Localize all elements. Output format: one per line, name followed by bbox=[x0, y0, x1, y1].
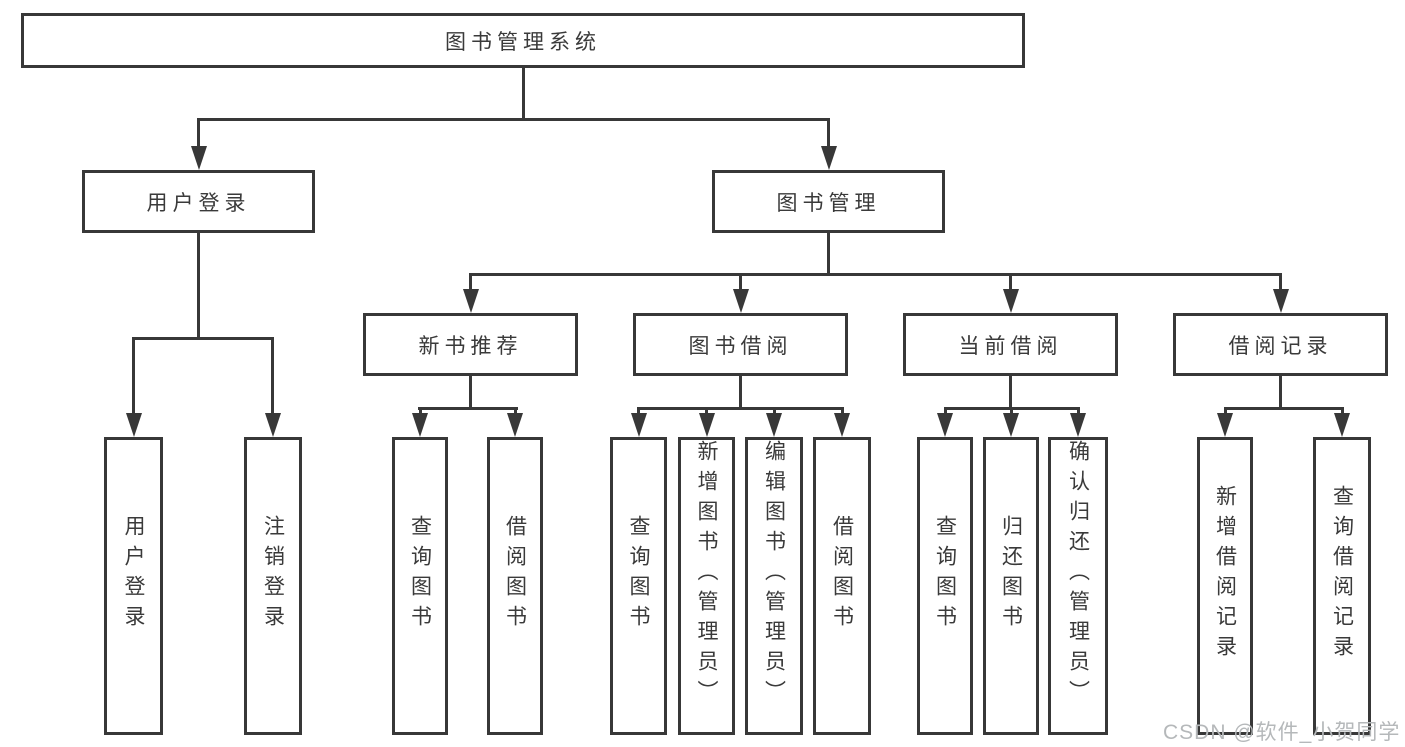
node-label: 新书推荐 bbox=[418, 334, 523, 358]
leaf-bb-query-books: 查询图书 bbox=[610, 437, 667, 735]
leaf-bb-edit-books-admin: 编辑图书（管理员） bbox=[745, 437, 803, 735]
connector-line bbox=[1009, 273, 1012, 295]
node-current-borrow: 当前借阅 bbox=[903, 313, 1118, 376]
leaf-bb-borrow-books: 借阅图书 bbox=[813, 437, 871, 735]
arrowhead bbox=[462, 289, 479, 313]
node-label: 注销登录 bbox=[261, 515, 285, 635]
leaf-br-add-record: 新增借阅记录 bbox=[1197, 437, 1253, 735]
node-label: 查询图书 bbox=[408, 515, 432, 635]
arrowhead bbox=[412, 413, 428, 437]
connector-line bbox=[637, 407, 844, 410]
arrowhead bbox=[507, 413, 523, 437]
arrowhead bbox=[125, 413, 142, 437]
watermark: CSDN @软件_小贺同学 bbox=[1163, 721, 1401, 744]
leaf-logout-login: 注销登录 bbox=[244, 437, 302, 735]
connector-line bbox=[521, 68, 525, 121]
leaf-user-login: 用户登录 bbox=[104, 437, 163, 735]
connector-line bbox=[418, 407, 518, 410]
arrowhead bbox=[820, 146, 837, 170]
connector-line bbox=[1223, 407, 1344, 410]
node-book-borrow: 图书借阅 bbox=[633, 313, 848, 376]
leaf-nbr-borrow-books: 借阅图书 bbox=[487, 437, 543, 735]
arrowhead bbox=[732, 289, 749, 313]
connector-line bbox=[132, 337, 135, 419]
node-label: 确认归还（管理员） bbox=[1066, 440, 1090, 710]
arrowhead bbox=[1002, 289, 1019, 313]
arrowhead bbox=[834, 413, 850, 437]
connector-line bbox=[197, 118, 200, 152]
arrowhead bbox=[1272, 289, 1289, 313]
node-label: 查询图书 bbox=[627, 515, 650, 635]
connector-line bbox=[827, 118, 830, 152]
connector-line bbox=[197, 233, 200, 340]
node-label: 查询图书 bbox=[933, 515, 957, 635]
connector-line bbox=[1279, 376, 1282, 410]
node-label: 新增图书（管理员） bbox=[695, 440, 718, 710]
node-label: 归还图书 bbox=[999, 515, 1023, 635]
arrowhead bbox=[1070, 413, 1086, 437]
node-borrow-records: 借阅记录 bbox=[1173, 313, 1388, 376]
connector-line bbox=[469, 273, 1282, 276]
connector-line bbox=[469, 376, 472, 410]
node-label: 用户登录 bbox=[122, 515, 145, 635]
connector-line bbox=[132, 337, 274, 340]
leaf-cb-return-books: 归还图书 bbox=[983, 437, 1039, 735]
arrowhead bbox=[190, 146, 207, 170]
connector-line bbox=[469, 273, 472, 295]
leaf-cb-confirm-return-admin: 确认归还（管理员） bbox=[1048, 437, 1108, 735]
node-label: 用户登录 bbox=[146, 191, 251, 215]
arrowhead bbox=[1334, 413, 1350, 437]
node-book-management: 图书管理 bbox=[712, 170, 945, 233]
connector-line bbox=[271, 337, 274, 419]
node-new-book-recommend: 新书推荐 bbox=[363, 313, 578, 376]
node-label: 编辑图书（管理员） bbox=[762, 440, 786, 710]
connector-line bbox=[197, 118, 830, 121]
connector-line bbox=[739, 273, 742, 295]
connector-line bbox=[827, 233, 830, 276]
node-label: 借阅图书 bbox=[503, 515, 527, 635]
connector-line bbox=[739, 376, 742, 410]
arrowhead bbox=[698, 413, 715, 437]
leaf-br-query-record: 查询借阅记录 bbox=[1313, 437, 1371, 735]
arrowhead bbox=[630, 413, 647, 437]
connector-line bbox=[1279, 273, 1282, 295]
node-label: 查询借阅记录 bbox=[1330, 485, 1354, 665]
leaf-cb-query-books: 查询图书 bbox=[917, 437, 973, 735]
node-label: 图书管理系统 bbox=[445, 30, 601, 54]
arrowhead bbox=[1217, 413, 1233, 437]
arrowhead bbox=[265, 413, 281, 437]
arrowhead bbox=[1003, 413, 1019, 437]
arrowhead bbox=[766, 413, 782, 437]
node-label: 当前借阅 bbox=[958, 334, 1063, 358]
leaf-nbr-query-books: 查询图书 bbox=[392, 437, 448, 735]
node-label: 新增借阅记录 bbox=[1213, 485, 1237, 665]
node-label: 借阅图书 bbox=[830, 515, 854, 635]
connector-line bbox=[1009, 376, 1012, 410]
node-library-management-system: 图书管理系统 bbox=[21, 13, 1025, 68]
node-label: 图书管理 bbox=[776, 191, 881, 215]
node-user-login: 用户登录 bbox=[82, 170, 315, 233]
leaf-bb-add-books-admin: 新增图书（管理员） bbox=[678, 437, 735, 735]
arrowhead bbox=[937, 413, 953, 437]
node-label: 借阅记录 bbox=[1228, 334, 1333, 358]
node-label: 图书借阅 bbox=[688, 334, 793, 358]
